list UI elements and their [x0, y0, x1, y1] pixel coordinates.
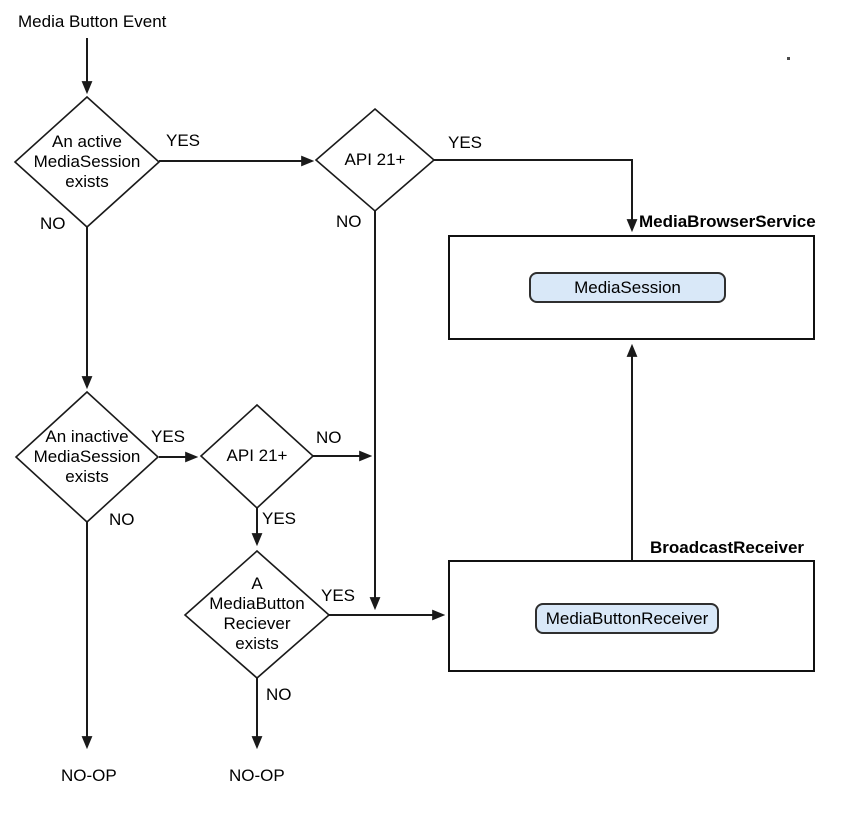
decision-mediabutton-receiver-text: A MediaButton Reciever exists [209, 574, 305, 653]
start-label: Media Button Event [18, 12, 167, 31]
broadcastreceiver-title: BroadcastReceiver [650, 538, 805, 557]
decision-inactive-mediasession-text: An inactive MediaSession exists [33, 427, 141, 486]
mediabuttonreceiver-node: MediaButtonReceiver [535, 603, 719, 634]
edge-label-api21-top-yes: YES [448, 133, 483, 152]
mediasession-node: MediaSession [529, 272, 726, 303]
edge-label-inactive-yes: YES [151, 427, 186, 446]
edge-label-api21-mid-yes: YES [262, 509, 297, 528]
connector-api21top-yes-to-mediabrowserservice [434, 159, 638, 233]
edge-label-mbr-no: NO [266, 685, 292, 704]
edge-label-active-no: NO [40, 214, 66, 233]
edge-label-active-yes: YES [166, 131, 201, 150]
decision-api21-mid-text: API 21+ [226, 446, 288, 465]
artifact-dot [787, 57, 790, 60]
decision-active-mediasession-text: An active MediaSession exists [33, 132, 141, 191]
edge-label-api21-top-no: NO [336, 212, 362, 231]
decision-api21-top-text: API 21+ [344, 150, 406, 169]
edge-label-inactive-no: NO [109, 510, 135, 529]
edge-label-api21-mid-no: NO [316, 428, 342, 447]
noop-terminal-left: NO-OP [61, 766, 117, 785]
mediabrowserservice-title: MediaBrowserService [639, 212, 816, 231]
noop-terminal-right: NO-OP [229, 766, 285, 785]
edge-label-mbr-yes: YES [321, 586, 356, 605]
